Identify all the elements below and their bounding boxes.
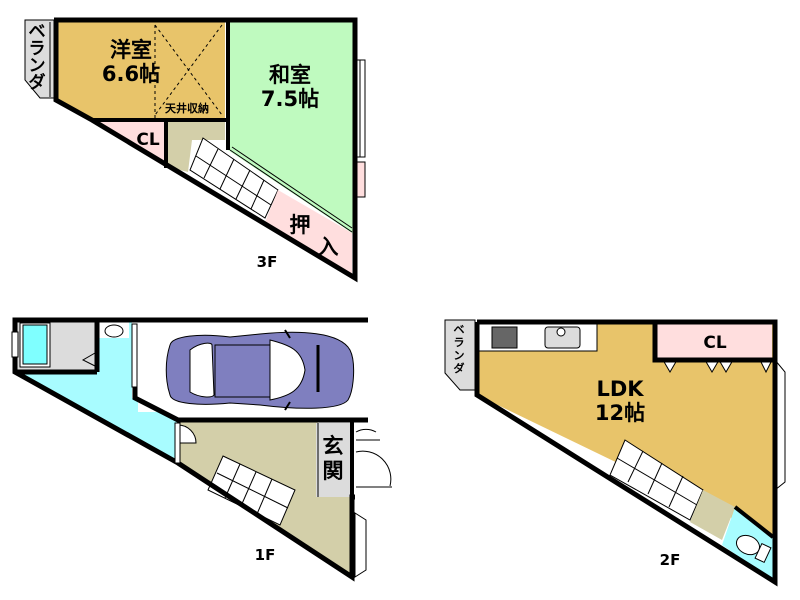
veranda-label-2: ラ	[29, 39, 46, 59]
western-room-3f: 洋室 6.6帖 天井収納	[56, 22, 225, 118]
closet2-label: CL	[703, 333, 726, 353]
western-room-name: 洋室	[110, 38, 152, 62]
garage-1f	[138, 322, 368, 412]
kitchen-counter	[478, 323, 598, 352]
stove-icon	[491, 326, 518, 349]
veranda-label-1: ベ	[29, 22, 46, 42]
sink-icon	[544, 326, 581, 349]
window-1f-right	[354, 512, 367, 578]
closet-label: CL	[136, 130, 159, 150]
floor-label-2f: 2F	[660, 551, 681, 569]
veranda-label-4: ダ	[29, 72, 46, 93]
japanese-room-size: 7.5帖	[261, 87, 319, 111]
oshiire-label-2: 入	[318, 235, 339, 259]
ldk-2f: LDK 12帖	[477, 322, 773, 538]
oshiire-3f: 押 入	[265, 190, 352, 275]
car-icon	[165, 329, 355, 411]
japanese-room-3f: 和室 7.5帖	[228, 22, 355, 235]
entrance-1f: 玄 関	[316, 423, 392, 497]
closet-2f: CL	[657, 324, 773, 374]
veranda2-label-3: ン	[454, 349, 465, 362]
japanese-room-name: 和室	[269, 63, 311, 87]
floor-1f: 玄 関 1F	[11, 317, 392, 582]
staircase-3f	[189, 137, 279, 219]
veranda-3f: ベ ラ ン ダ	[24, 19, 55, 99]
veranda2-label-1: ベ	[454, 323, 465, 336]
washroom-1f	[15, 320, 178, 463]
attic-storage-label: 天井収納	[165, 101, 209, 115]
bathroom-1f	[17, 320, 97, 370]
staircase-1f	[207, 455, 296, 526]
toilet-2f	[722, 507, 773, 580]
veranda-2f: ベ ラ ン ダ	[444, 319, 476, 391]
ldk-size: 12帖	[595, 401, 645, 425]
entrance-door[interactable]	[355, 428, 392, 488]
entrance-label-2: 関	[323, 459, 344, 483]
staircase-2f	[609, 439, 704, 521]
floor-label-1f: 1F	[255, 546, 276, 564]
veranda2-label-2: ラ	[454, 336, 465, 349]
floor-label-3f: 3F	[257, 253, 278, 271]
oshiire-label-1: 押	[290, 213, 311, 237]
floor-3f: ベ ラ ン ダ 洋室 6.6帖 天井収納 和室 7.5帖 CL	[24, 17, 366, 283]
western-room-size: 6.6帖	[102, 62, 160, 86]
floor-2f: ベ ラ ン ダ LDK 12帖 CL	[444, 319, 786, 587]
sink-1f	[99, 322, 129, 338]
interior-door-1f[interactable]	[177, 424, 197, 444]
veranda2-label-4: ダ	[454, 361, 465, 375]
hall-3f	[168, 121, 225, 172]
entrance-label-1: 玄	[323, 434, 344, 458]
veranda-label-3: ン	[29, 56, 46, 76]
toilet-anteroom	[690, 490, 735, 540]
ldk-name: LDK	[596, 377, 644, 401]
